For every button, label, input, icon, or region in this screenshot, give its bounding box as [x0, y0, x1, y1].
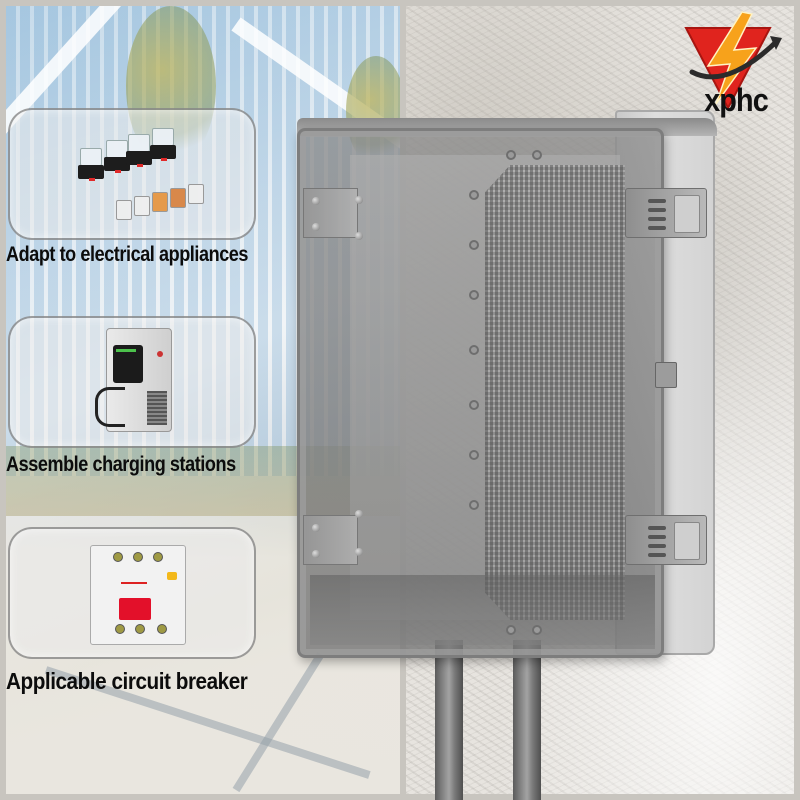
latch-slot — [648, 199, 666, 203]
latch-bottom[interactable] — [625, 515, 707, 565]
breaker-label-line — [121, 582, 147, 584]
feature-caption: Assemble charging stations — [6, 453, 236, 476]
latch-tab — [674, 195, 700, 233]
mounting-boss — [469, 345, 479, 355]
hinge-bottom — [303, 515, 358, 565]
screw-icon — [312, 550, 320, 558]
screw-icon — [355, 196, 363, 204]
mounting-pipe-right — [513, 640, 541, 800]
latch-tab — [674, 522, 700, 560]
screw-icon — [355, 510, 363, 518]
latch-slot — [648, 217, 666, 221]
latch-slot — [648, 535, 666, 539]
relay-small — [170, 188, 186, 208]
terminal — [113, 552, 123, 562]
test-button — [167, 572, 177, 580]
charger-cable — [95, 387, 125, 427]
relay — [150, 128, 176, 161]
brand-name: xphc — [704, 82, 769, 118]
mounting-boss — [469, 240, 479, 250]
mounting-boss — [469, 190, 479, 200]
screw-icon — [355, 232, 363, 240]
terminal — [153, 552, 163, 562]
latch-slot — [648, 553, 666, 557]
feature-caption: Adapt to electrical appliances — [6, 243, 249, 266]
lightning-bolt-triangle-icon — [684, 11, 782, 111]
ev-charger-image — [95, 328, 172, 432]
relay-small — [134, 196, 150, 216]
mounting-boss — [532, 150, 542, 160]
charger-vent — [147, 391, 167, 425]
mounting-boss — [532, 625, 542, 635]
mounting-pipe-left — [435, 640, 463, 800]
screw-icon — [312, 223, 320, 231]
mounting-boss — [469, 450, 479, 460]
latch-slot — [648, 544, 666, 548]
charger-screen — [113, 345, 143, 383]
terminal — [115, 624, 125, 634]
screw-icon — [312, 197, 320, 205]
latch-slot — [648, 526, 666, 530]
relay-small — [188, 184, 204, 204]
relay-small — [116, 200, 132, 220]
relay — [126, 134, 152, 167]
charger-button — [157, 351, 163, 357]
inner-back-wall — [350, 155, 620, 620]
breaker-toggle — [119, 598, 151, 620]
mounting-boss — [469, 500, 479, 510]
perforated-mounting-plate — [485, 165, 625, 620]
terminal — [133, 552, 143, 562]
mounting-boss — [506, 150, 516, 160]
mounting-boss — [506, 625, 516, 635]
mounting-boss — [469, 400, 479, 410]
hinge-top — [303, 188, 358, 238]
latch-top[interactable] — [625, 188, 707, 238]
feature-card-charging — [8, 316, 256, 448]
terminal — [135, 624, 145, 634]
feature-card-relays — [8, 108, 256, 240]
feature-card-breaker — [8, 527, 256, 659]
screw-icon — [312, 524, 320, 532]
screw-icon — [355, 548, 363, 556]
relay — [78, 148, 104, 181]
inner-floor — [310, 575, 655, 645]
feature-caption: Applicable circuit breaker — [6, 668, 248, 694]
relay-small — [152, 192, 168, 212]
terminal — [157, 624, 167, 634]
mounting-boss — [469, 290, 479, 300]
lock-clip — [655, 362, 677, 388]
circuit-breaker-image — [90, 545, 186, 645]
latch-slot — [648, 208, 666, 212]
relay — [104, 140, 130, 173]
latch-slot — [648, 226, 666, 230]
